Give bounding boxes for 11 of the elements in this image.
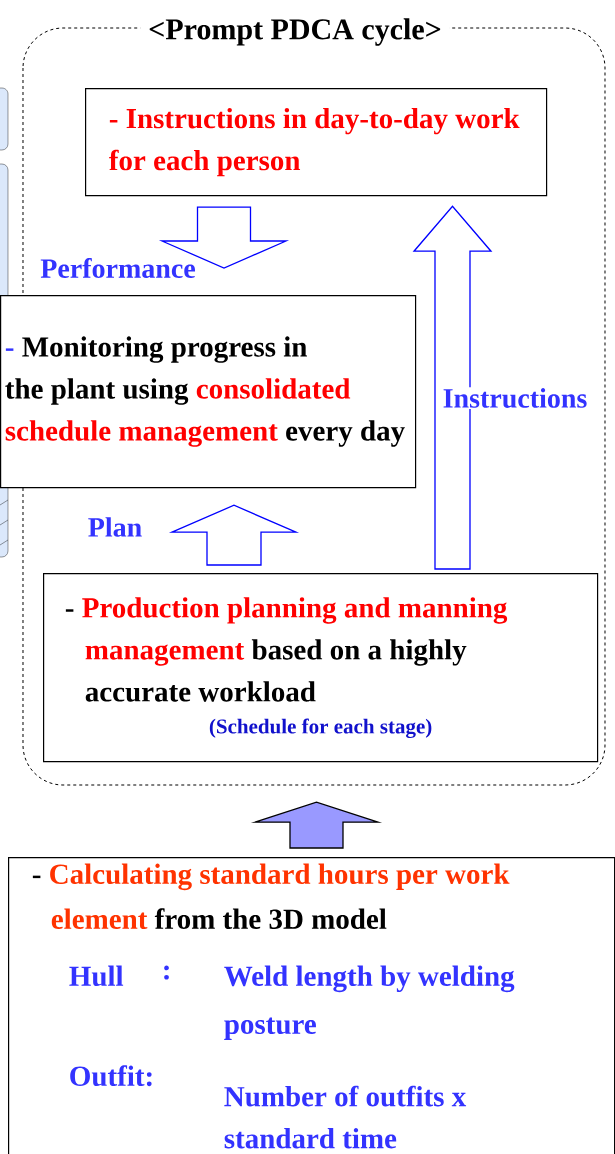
block-arrow — [412, 205, 493, 570]
edge-label: Plan — [86, 516, 144, 538]
block-arrow — [250, 801, 383, 849]
block-arrow — [158, 206, 290, 269]
text-box: - Production planning and manning management based on a highly accurate workload (Schedule for each stage) — [43, 573, 599, 763]
text-box: - Instructions in day-to-day work for each person — [85, 88, 548, 197]
block-arrow — [168, 504, 300, 566]
edge-label: Instructions — [441, 387, 589, 409]
text-box: - Calculating standard hours per work element from the 3D model Hull : Weld length by welding posture Outfit: Number of outfits x standard time — [8, 857, 615, 1154]
region-title: <Prompt PDCA cycle> — [140, 16, 450, 48]
edge-label: Performance — [39, 257, 197, 279]
